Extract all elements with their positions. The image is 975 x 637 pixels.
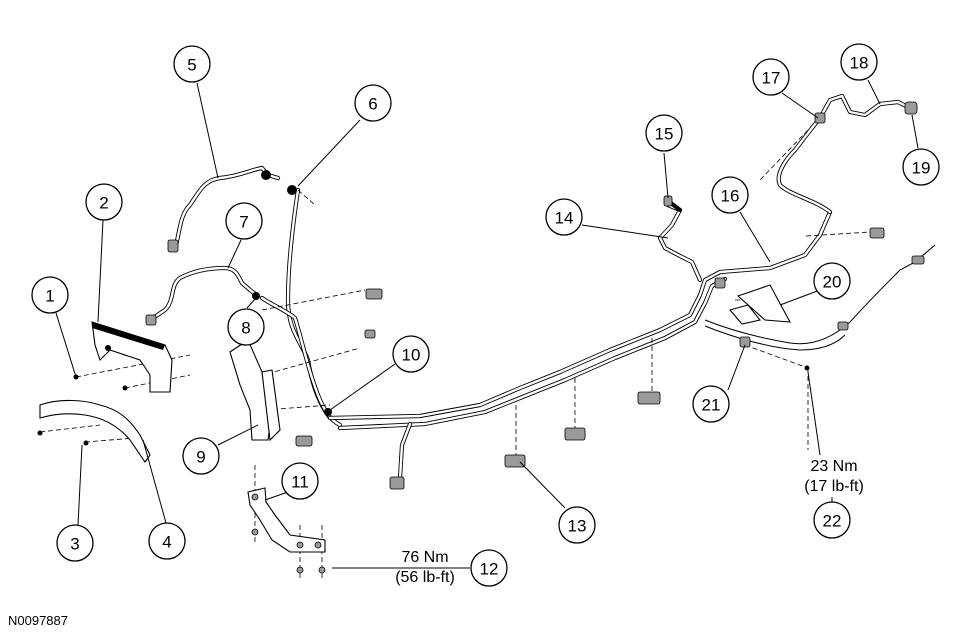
callout-12-label: 12 — [480, 560, 499, 579]
callout-5-label: 5 — [187, 56, 196, 75]
callout-19: 19 — [902, 148, 940, 186]
callout-21: 21 — [692, 385, 730, 423]
callout-13-label: 13 — [568, 517, 587, 536]
callout-16-label: 16 — [721, 187, 740, 206]
clips — [37, 101, 925, 574]
callout-1-label: 1 — [45, 287, 54, 306]
bracket-2 — [91, 321, 173, 393]
callout-6: 6 — [354, 84, 392, 122]
callout-7: 7 — [225, 202, 263, 240]
callout-16: 16 — [711, 176, 749, 214]
callout-2: 2 — [85, 183, 123, 221]
callout-17-label: 17 — [762, 69, 781, 88]
callout-18: 18 — [840, 43, 878, 81]
callout-15-label: 15 — [655, 125, 674, 144]
callout-12: 12 — [470, 549, 508, 587]
callout-19-label: 19 — [912, 159, 931, 178]
callout-9-label: 9 — [196, 448, 205, 467]
callout-22: 22 — [813, 501, 851, 539]
callout-3: 3 — [56, 524, 94, 562]
callout-5: 5 — [173, 45, 211, 83]
callout-10: 10 — [392, 335, 430, 373]
callout-9: 9 — [182, 437, 220, 475]
torque-spec-12: 76 Nm (56 lb-ft) — [395, 549, 455, 586]
callout-1: 1 — [31, 276, 69, 314]
callout-20-label: 20 — [823, 273, 842, 292]
torque-22-nm: 23 Nm — [810, 458, 857, 475]
callout-14: 14 — [545, 198, 583, 236]
callout-21-label: 21 — [702, 396, 721, 415]
callout-10-label: 10 — [402, 346, 421, 365]
shield-3-4 — [39, 399, 151, 463]
callout-6-label: 6 — [368, 95, 377, 114]
bracket-11 — [247, 487, 326, 553]
callout-11: 11 — [281, 462, 319, 500]
callout-20: 20 — [813, 262, 851, 300]
reference-number: N0097887 — [8, 613, 68, 628]
callout-8: 8 — [227, 308, 265, 346]
brake-tubes — [147, 93, 936, 481]
callout-2-label: 2 — [99, 194, 108, 213]
callout-18-label: 18 — [850, 54, 869, 73]
callout-8-label: 8 — [241, 319, 250, 338]
callout-11-label: 11 — [291, 473, 309, 492]
torque-spec-22: 23 Nm (17 lb-ft) — [804, 458, 864, 495]
callout-17: 17 — [752, 58, 790, 96]
callout-13: 13 — [558, 506, 596, 544]
torque-12-lbft: (56 lb-ft) — [395, 569, 455, 586]
bracket-9 — [229, 339, 281, 442]
callout-22-label: 22 — [823, 512, 842, 531]
callout-7-label: 7 — [239, 213, 248, 232]
torque-22-lbft: (17 lb-ft) — [804, 478, 864, 495]
leader-lines — [55, 79, 919, 569]
callout-3-label: 3 — [70, 535, 79, 554]
callout-14-label: 14 — [555, 209, 574, 228]
callout-15: 15 — [645, 114, 683, 152]
torque-12-nm: 76 Nm — [401, 549, 448, 566]
bracket-20 — [729, 284, 791, 325]
callout-4-label: 4 — [162, 533, 171, 552]
callout-4: 4 — [148, 522, 186, 560]
